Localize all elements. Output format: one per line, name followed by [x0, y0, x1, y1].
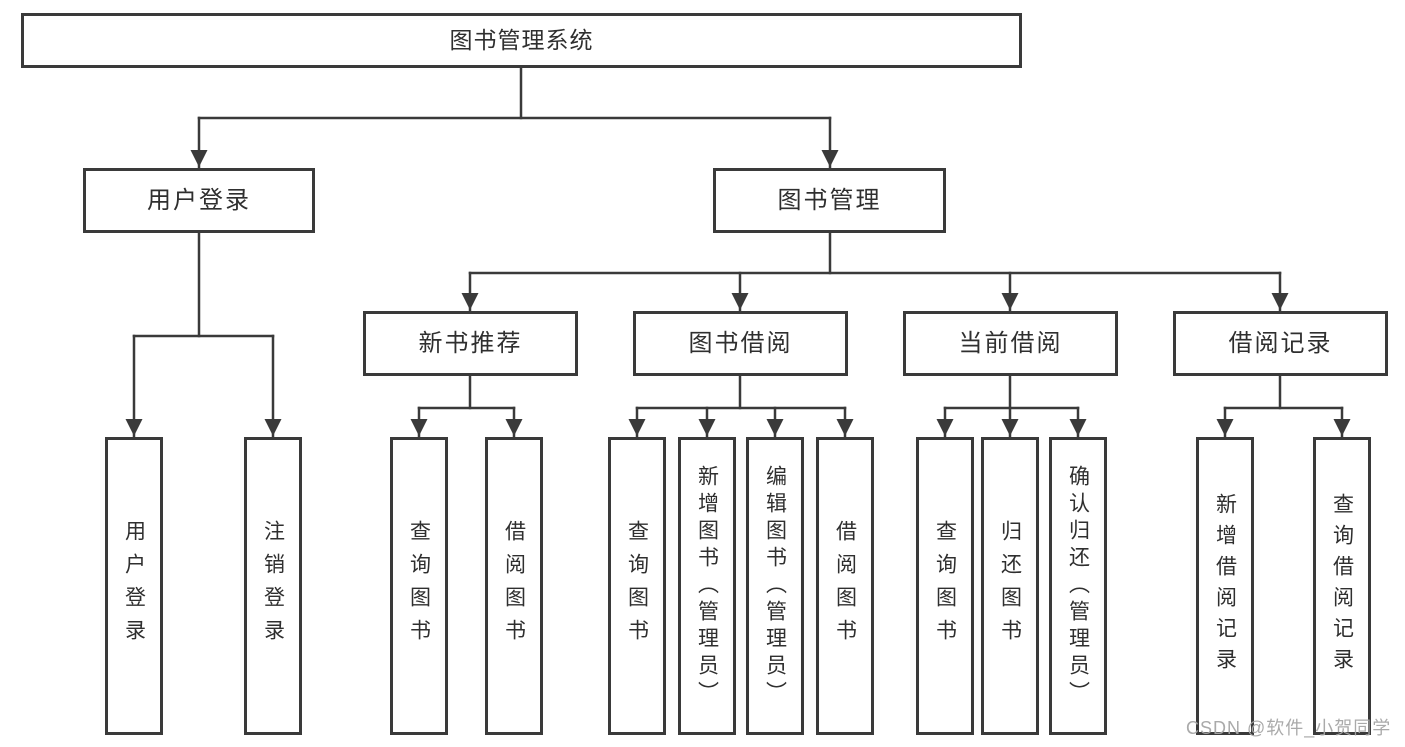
edges-root [190, 66, 839, 169]
edges-book-management [461, 231, 1289, 312]
edges-user-login [125, 231, 282, 438]
node-leaf-search-borrow-record: 查询借阅记录 [1313, 437, 1371, 735]
edges-book-borrowing [628, 374, 854, 438]
node-leaf-user-login: 用户登录 [105, 437, 163, 735]
edges-borrowing-records [1216, 374, 1351, 438]
node-leaf-logout: 注销登录 [244, 437, 302, 735]
node-leaf-search-books-current: 查询图书 [916, 437, 974, 735]
node-leaf-confirm-return-admin: 确认归还（管理员） [1049, 437, 1107, 735]
node-leaf-add-borrow-record: 新增借阅记录 [1196, 437, 1254, 735]
edges-new-book-recommendation [410, 374, 523, 438]
node-leaf-search-books-borrowing: 查询图书 [608, 437, 666, 735]
edges-current-borrowing [936, 374, 1087, 438]
node-book-borrowing: 图书借阅 [633, 311, 848, 376]
node-leaf-return-books: 归还图书 [981, 437, 1039, 735]
node-leaf-borrow-books-recommend: 借阅图书 [485, 437, 543, 735]
node-current-borrowing: 当前借阅 [903, 311, 1118, 376]
csdn-watermark: CSDN @软件_小贺同学 [1186, 718, 1392, 738]
node-library-management-system: 图书管理系统 [21, 13, 1022, 68]
node-new-book-recommendation: 新书推荐 [363, 311, 578, 376]
node-leaf-edit-book-admin: 编辑图书（管理员） [746, 437, 804, 735]
node-user-login: 用户登录 [83, 168, 315, 233]
node-borrowing-records: 借阅记录 [1173, 311, 1388, 376]
node-leaf-add-book-admin: 新增图书（管理员） [678, 437, 736, 735]
node-leaf-borrow-books: 借阅图书 [816, 437, 874, 735]
node-book-management: 图书管理 [713, 168, 946, 233]
node-leaf-search-books-recommend: 查询图书 [390, 437, 448, 735]
